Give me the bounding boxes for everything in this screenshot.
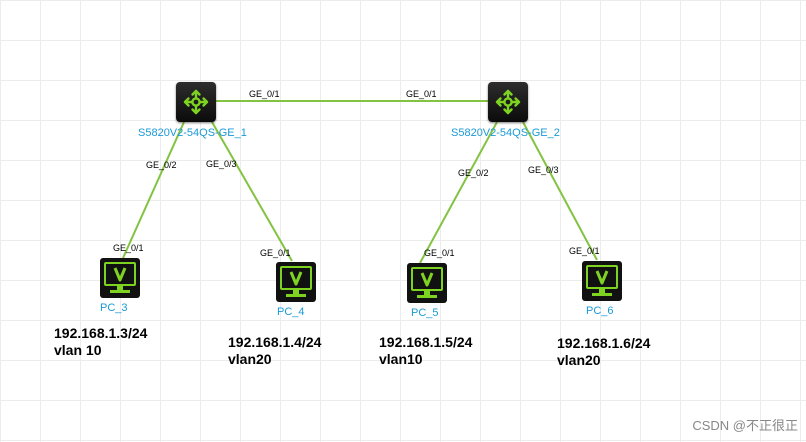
pc-monitor-icon: [276, 262, 316, 302]
ip-address: 192.168.1.4/24: [228, 334, 322, 350]
pc-6[interactable]: [582, 261, 622, 306]
port-label: GE_0/1: [569, 246, 600, 256]
pc-info: 192.168.1.3/24 vlan 10: [54, 325, 147, 359]
pc-monitor-icon: [407, 263, 447, 303]
ip-address: 192.168.1.3/24: [54, 325, 148, 341]
switch-icon: [183, 89, 209, 115]
port-label: GE_0/1: [113, 243, 144, 253]
port-label: GE_0/2: [458, 168, 489, 178]
ip-address: 192.168.1.5/24: [379, 334, 473, 350]
port-label: GE_0/2: [146, 160, 177, 170]
pc-label: PC_4: [277, 306, 305, 318]
switch-icon: [495, 89, 521, 115]
port-label: GE_0/1: [249, 89, 280, 99]
switch-label: S5820V2-54QS-GE_1: [138, 127, 247, 139]
link-sw2-pc5[interactable]: [419, 121, 498, 264]
vlan-label: vlan20: [228, 351, 272, 367]
vlan-label: vlan10: [379, 351, 423, 367]
pc-info: 192.168.1.6/24 vlan20: [557, 335, 650, 369]
ip-address: 192.168.1.6/24: [557, 335, 651, 351]
vlan-label: vlan20: [557, 352, 601, 368]
pc-label: PC_3: [100, 302, 128, 314]
pc-info: 192.168.1.4/24 vlan20: [228, 334, 321, 368]
switch-sw2[interactable]: [488, 82, 528, 122]
watermark: CSDN @不正很正: [692, 418, 798, 433]
link-sw2-pc6[interactable]: [522, 121, 598, 261]
pc-label: PC_6: [586, 305, 614, 317]
port-label: GE_0/3: [206, 159, 237, 169]
switch-sw1[interactable]: [176, 82, 216, 122]
port-label: GE_0/1: [424, 248, 455, 258]
port-label: GE_0/1: [260, 248, 291, 258]
port-label: GE_0/3: [528, 165, 559, 175]
pc-info: 192.168.1.5/24 vlan10: [379, 334, 472, 368]
link-sw1-pc4[interactable]: [211, 121, 293, 262]
link-sw1-pc3[interactable]: [122, 121, 185, 259]
pc-3[interactable]: [100, 258, 140, 303]
pc-monitor-icon: [582, 261, 622, 301]
pc-monitor-icon: [100, 258, 140, 298]
vlan-label: vlan 10: [54, 342, 102, 358]
switch-label: S5820V2-54QS-GE_2: [451, 127, 560, 139]
port-label: GE_0/1: [406, 89, 437, 99]
pc-5[interactable]: [407, 263, 447, 308]
pc-4[interactable]: [276, 262, 316, 307]
pc-label: PC_5: [411, 307, 439, 319]
